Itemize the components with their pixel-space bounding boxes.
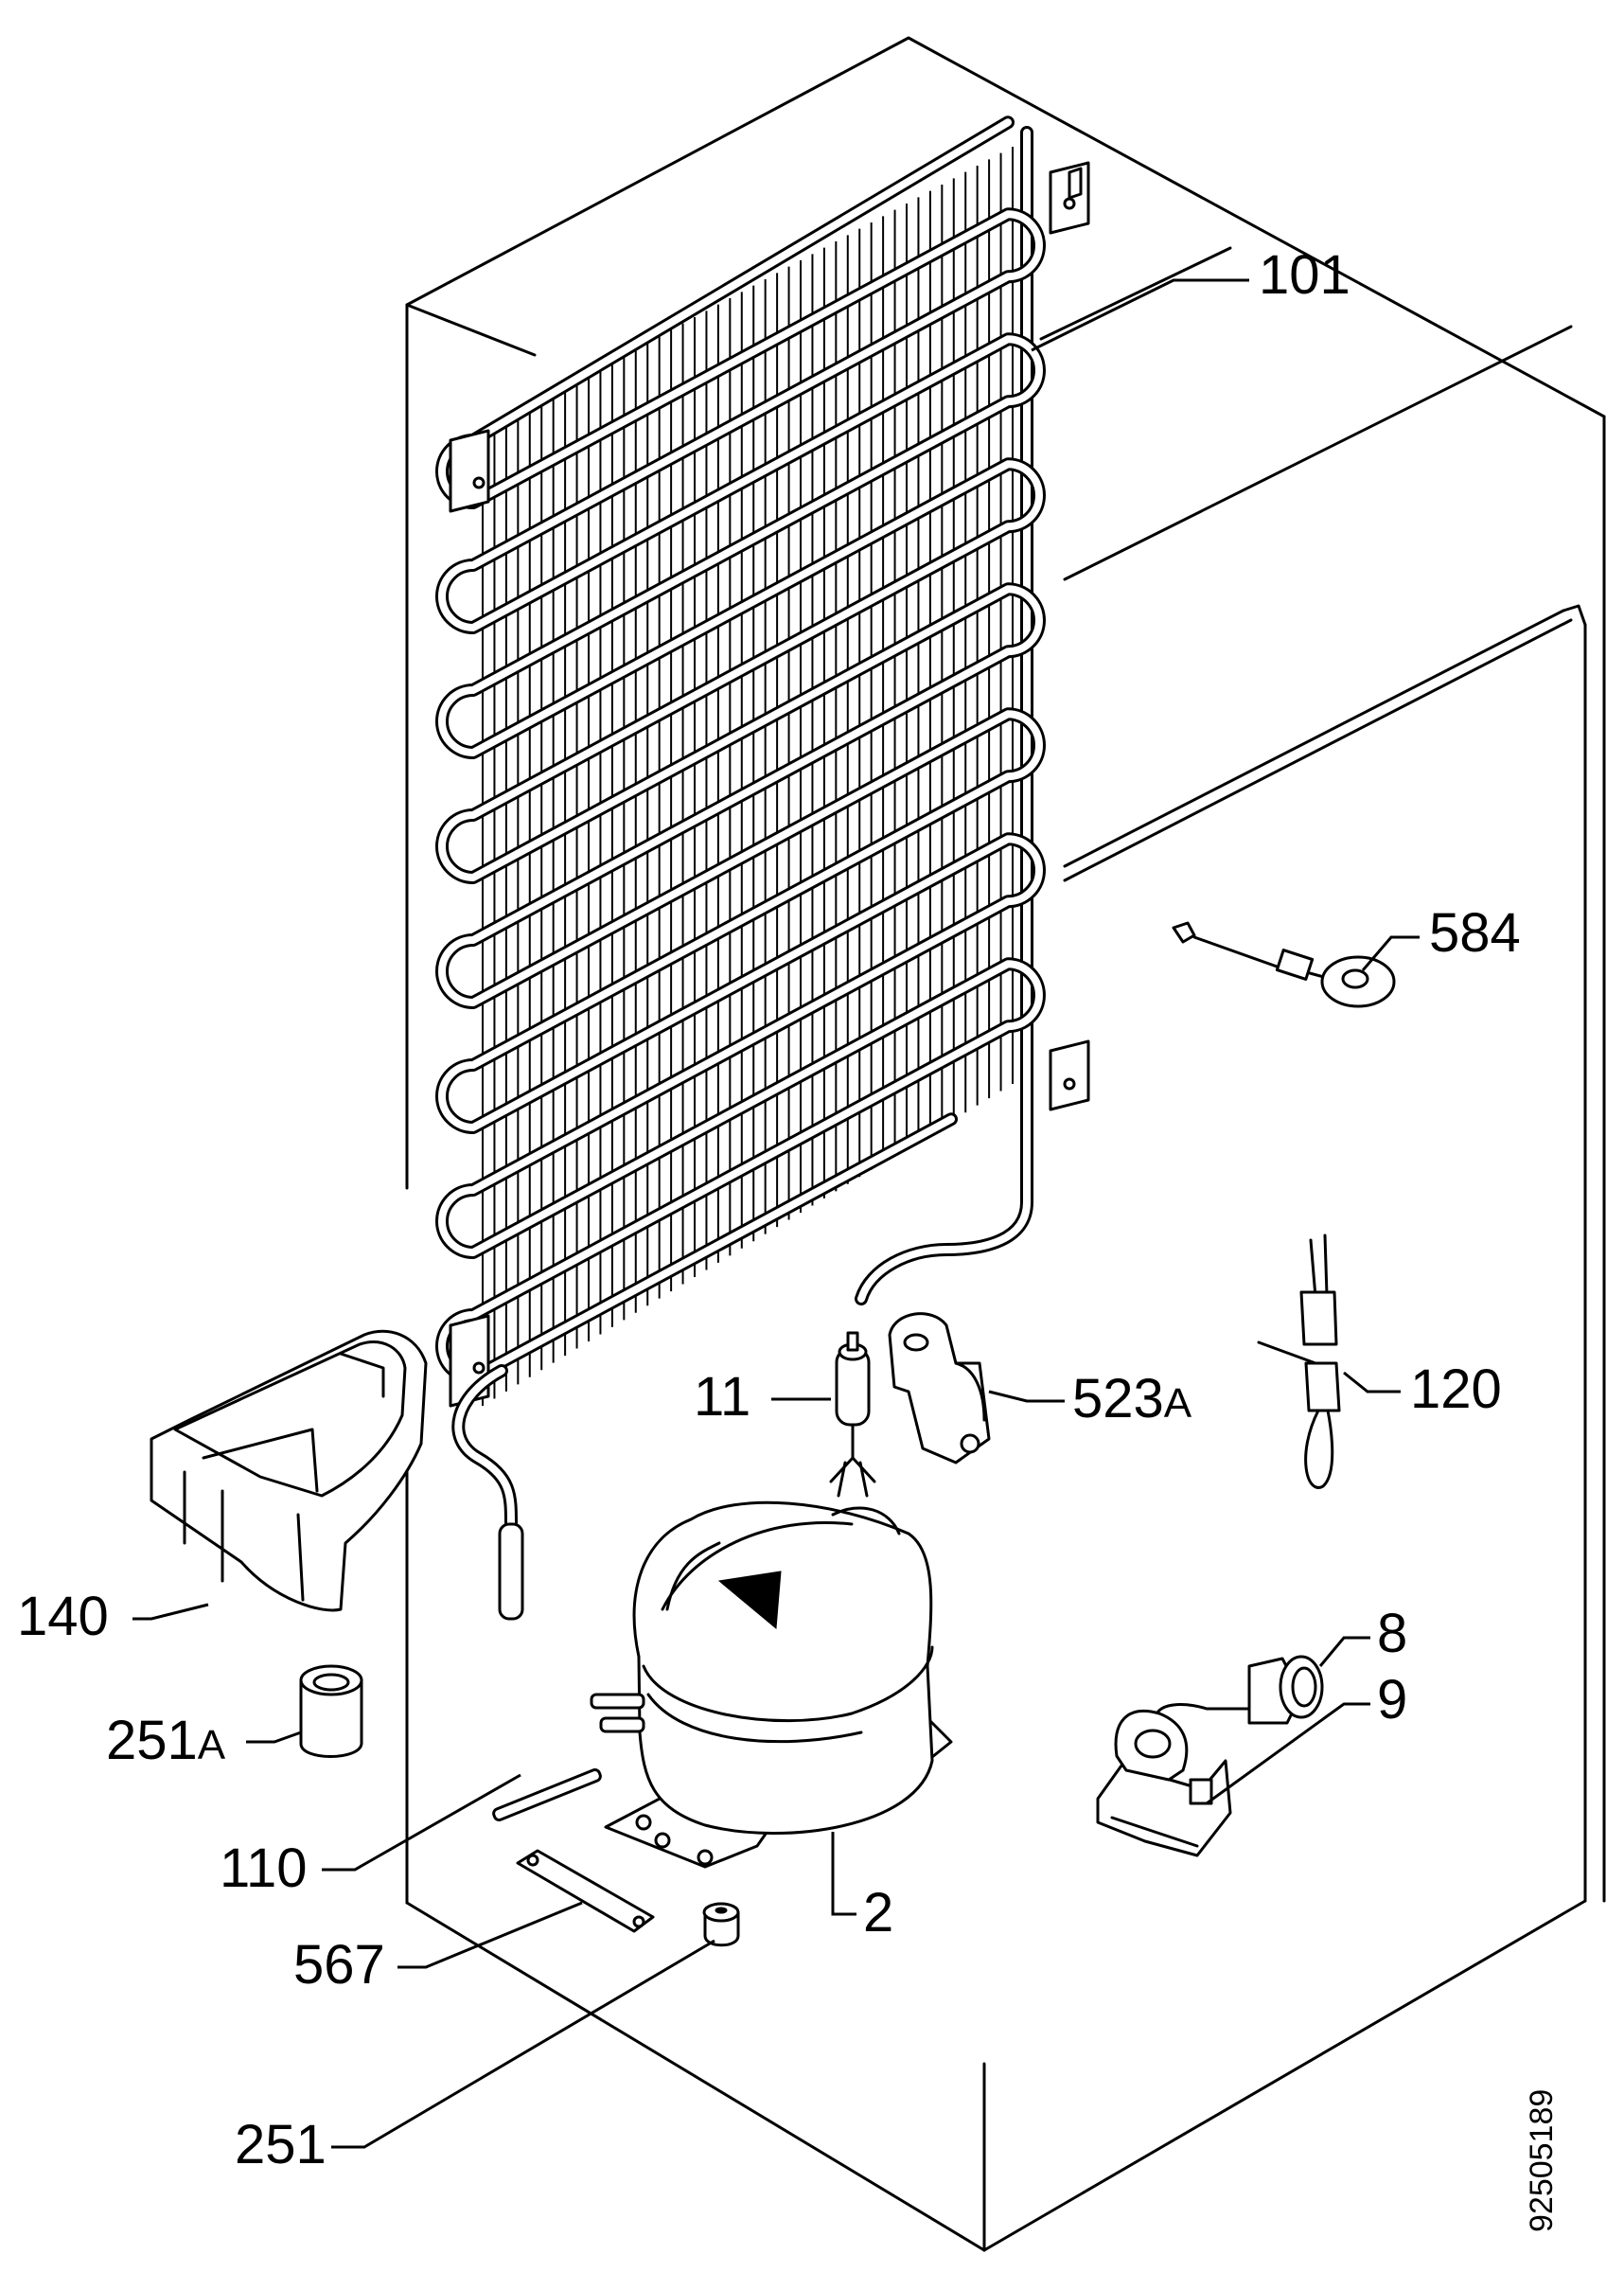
- callout-labels: 101 584 11 523A 120 140 8 9 251A 110 2 5…: [17, 244, 1560, 2232]
- thermal-protector-120: [1257, 1234, 1341, 1489]
- sensor-584: [1172, 921, 1396, 1008]
- grommet-251: [702, 1902, 740, 1947]
- callout-8: 8: [1377, 1603, 1407, 1664]
- drip-tray-140: [150, 1329, 428, 1612]
- cabinet-outline: [405, 36, 1606, 2252]
- bracket-bottom-right: [1049, 1039, 1090, 1111]
- callout-101: 101: [1259, 244, 1350, 306]
- starter-relay-9: [1096, 1709, 1232, 1857]
- callout-120: 120: [1410, 1358, 1502, 1420]
- clamp-523a: [888, 1312, 991, 1464]
- callout-523a: 523A: [1072, 1368, 1192, 1429]
- bracket-top-right: [1049, 161, 1090, 235]
- callout-140: 140: [17, 1586, 109, 1647]
- callout-11: 11: [694, 1366, 750, 1428]
- callout-110: 110: [220, 1837, 307, 1899]
- mounting-plate-567: [516, 1849, 655, 1933]
- condenser-fins: [482, 147, 1014, 1406]
- filter-dryer-11: [829, 1331, 876, 1498]
- callout-9: 9: [1377, 1669, 1407, 1731]
- callout-2: 2: [863, 1882, 893, 1944]
- callout-584: 584: [1429, 902, 1521, 964]
- callout-251: 251: [235, 2114, 327, 2175]
- bush-251a: [299, 1664, 363, 1758]
- leader-lines: [132, 278, 1420, 2149]
- callout-567: 567: [293, 1934, 385, 1996]
- compressor-2: [492, 1500, 953, 1869]
- condenser-101: [435, 115, 1090, 1621]
- callout-251a: 251A: [106, 1710, 226, 1771]
- bracket-top-left: [449, 429, 490, 513]
- relay-8: [1153, 1655, 1324, 1725]
- drawing-number: 92505189: [1524, 2089, 1560, 2232]
